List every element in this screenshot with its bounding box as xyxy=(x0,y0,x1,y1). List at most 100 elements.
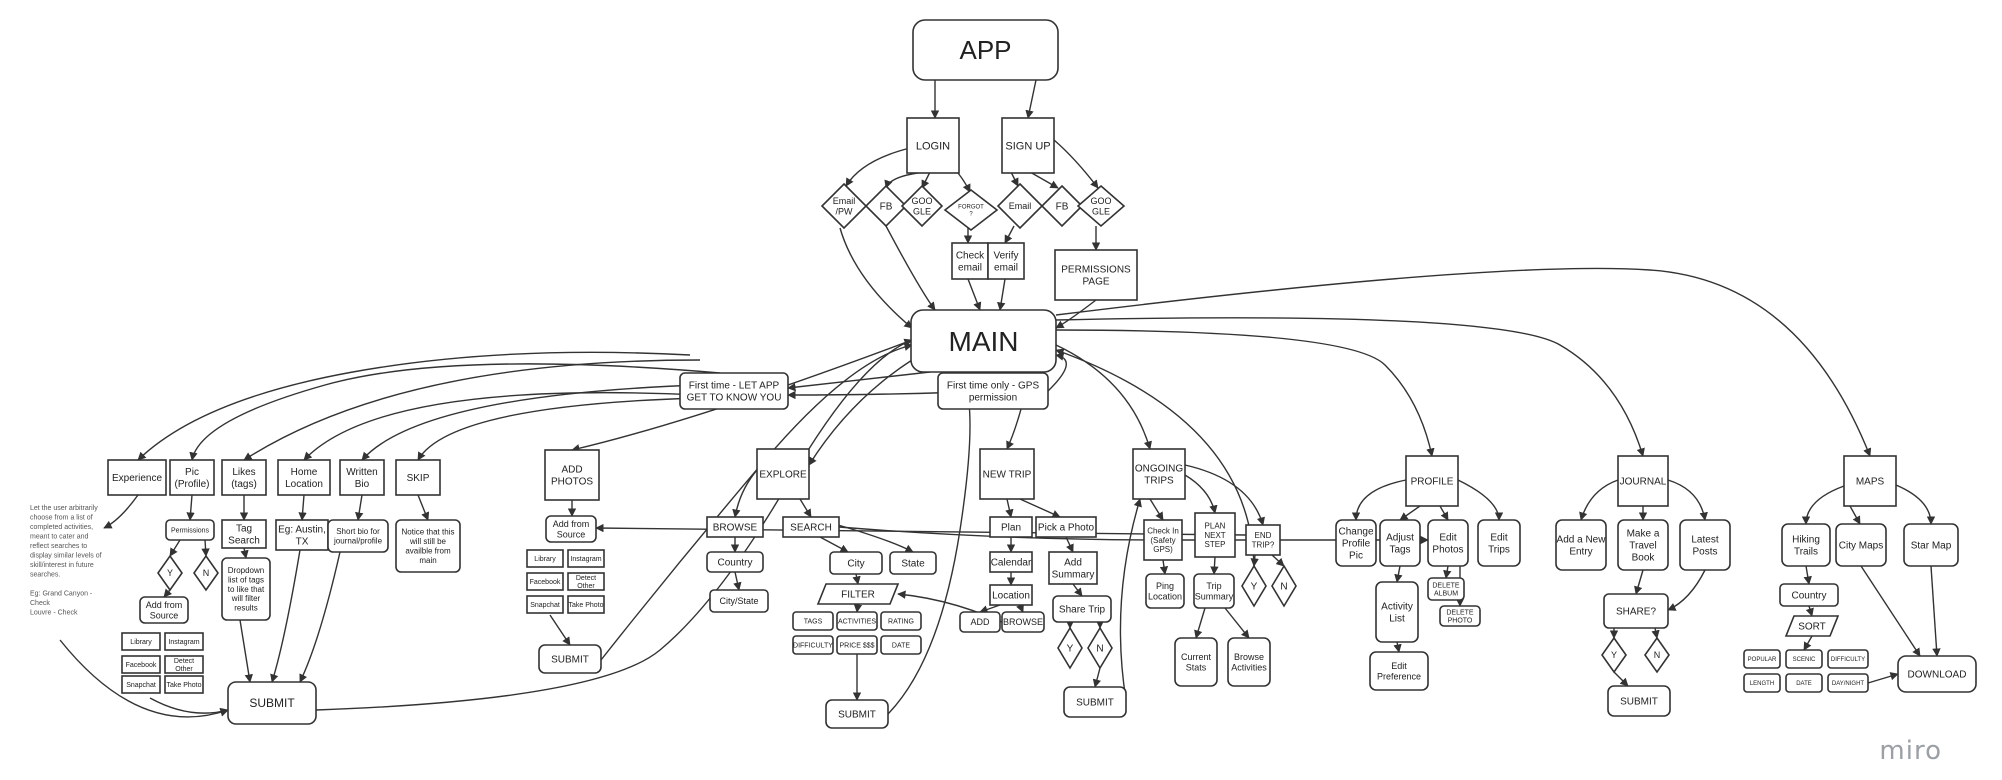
node-main[interactable]: MAIN xyxy=(910,309,1057,373)
node-d-fb2[interactable]: FB xyxy=(1040,184,1084,228)
node-d-forgot[interactable]: FORGOT? xyxy=(943,188,999,232)
node-d-y1[interactable]: Y xyxy=(157,554,183,592)
node-d-y4[interactable]: Y xyxy=(1601,636,1627,674)
node-insta1[interactable]: Instagram xyxy=(164,632,204,651)
node-login[interactable]: LOGIN xyxy=(906,117,960,174)
node-submit5[interactable]: SUBMIT xyxy=(1607,685,1671,717)
node-fb1s[interactable]: Facebook xyxy=(121,655,161,674)
node-f-date[interactable]: DATE xyxy=(880,635,922,655)
node-explore[interactable]: EXPLORE xyxy=(756,448,810,500)
node-picprofile[interactable]: Pic(Profile) xyxy=(169,459,215,496)
node-download[interactable]: DOWNLOAD xyxy=(1897,655,1977,693)
node-lib2[interactable]: Library xyxy=(526,549,564,568)
node-d-n4[interactable]: N xyxy=(1644,636,1670,674)
node-d-email2[interactable]: Email xyxy=(996,182,1044,230)
node-d-n3[interactable]: N xyxy=(1271,564,1297,608)
node-d-y3[interactable]: Y xyxy=(1241,564,1267,608)
node-take1[interactable]: Take Photo xyxy=(164,675,204,694)
node-country1[interactable]: Country xyxy=(706,551,764,573)
node-s-day[interactable]: DAY/NIGHT xyxy=(1827,673,1869,693)
node-journal[interactable]: JOURNAL xyxy=(1617,455,1669,507)
node-snap1[interactable]: Snapchat xyxy=(121,675,161,694)
node-submit2[interactable]: SUBMIT xyxy=(538,644,602,674)
node-f-rating[interactable]: RATING xyxy=(880,611,922,631)
node-d-y2[interactable]: Y xyxy=(1057,626,1083,670)
node-submit1[interactable]: SUBMIT xyxy=(227,681,317,725)
node-starmap[interactable]: Star Map xyxy=(1903,523,1959,567)
node-calendar[interactable]: Calendar xyxy=(989,551,1033,573)
node-location[interactable]: Location xyxy=(989,584,1033,606)
node-citystate[interactable]: City/State xyxy=(709,589,769,613)
node-f-price[interactable]: PRICE $$$ xyxy=(836,635,878,655)
node-plan[interactable]: Plan xyxy=(989,516,1033,538)
node-profile[interactable]: PROFILE xyxy=(1405,455,1459,507)
node-browse[interactable]: BROWSE xyxy=(706,516,764,538)
node-snap2[interactable]: Snapchat xyxy=(526,595,564,614)
node-city[interactable]: City xyxy=(829,551,883,575)
node-browse2[interactable]: BROWSE xyxy=(1001,611,1045,633)
node-insta2[interactable]: Instagram xyxy=(567,549,605,568)
node-s-diff[interactable]: DIFFICULTY xyxy=(1827,649,1869,669)
node-f-tags[interactable]: TAGS xyxy=(792,611,834,631)
node-filter[interactable]: FILTER xyxy=(816,583,900,605)
node-search[interactable]: SEARCH xyxy=(782,516,840,538)
node-take2[interactable]: Take Photo xyxy=(567,595,605,614)
node-pickphoto[interactable]: Pick a Photo xyxy=(1035,516,1097,538)
node-likes[interactable]: Likes(tags) xyxy=(221,459,267,496)
node-s-len[interactable]: LENGTH xyxy=(1743,673,1781,693)
node-submit3[interactable]: SUBMIT xyxy=(825,699,889,729)
node-state[interactable]: State xyxy=(889,551,937,575)
node-sort[interactable]: SORT xyxy=(1784,615,1840,637)
node-country2[interactable]: Country xyxy=(1779,583,1839,607)
node-newtrip[interactable]: NEW TRIP xyxy=(979,448,1035,500)
node-citymaps[interactable]: City Maps xyxy=(1835,523,1887,567)
node-sharetrip[interactable]: Share Trip xyxy=(1052,595,1112,623)
node-fb2s[interactable]: Facebook xyxy=(526,572,564,591)
node-d-n2[interactable]: N xyxy=(1087,626,1113,670)
node-austin[interactable]: Eg: Austin,TX xyxy=(275,519,329,551)
node-s-pop[interactable]: POPULAR xyxy=(1743,649,1781,669)
node-d-fb1[interactable]: FB xyxy=(864,184,908,228)
node-s-scenic[interactable]: SCENIC xyxy=(1785,649,1823,669)
node-d-n1[interactable]: N xyxy=(193,554,219,592)
node-share[interactable]: SHARE? xyxy=(1603,593,1669,629)
node-s-date[interactable]: DATE xyxy=(1785,673,1823,693)
node-submit4[interactable]: SUBMIT xyxy=(1063,686,1127,718)
